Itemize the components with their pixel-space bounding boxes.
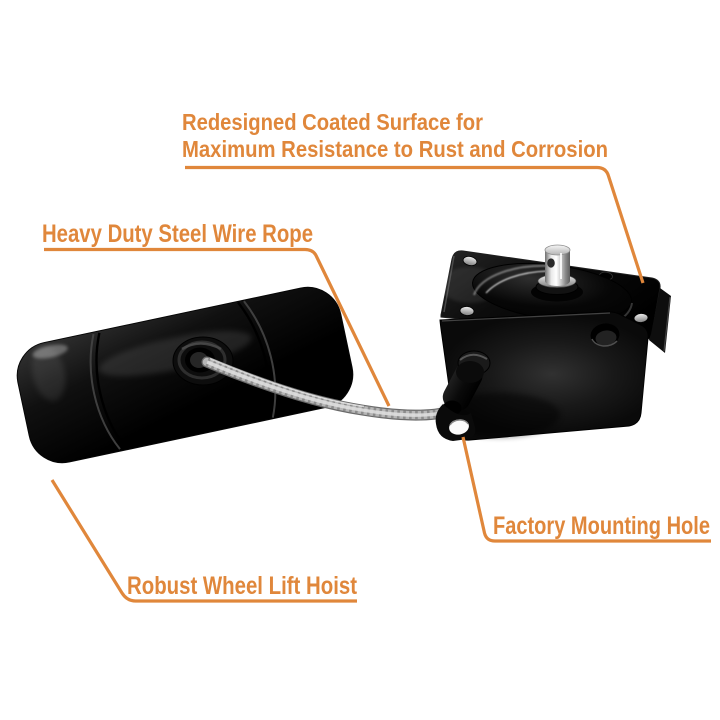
- plate-bottom-rim-light: [74, 422, 242, 460]
- plate-screw: [459, 306, 475, 316]
- wire-rope-label: Heavy Duty Steel Wire Rope: [42, 220, 313, 248]
- shaft-top-cap: [544, 244, 571, 256]
- front-mounting-hole: [590, 323, 620, 347]
- side-flange-edge-light: [663, 296, 671, 352]
- face-top-edge-light: [441, 312, 611, 322]
- factory-mounting-hole-tab: [435, 404, 476, 441]
- mounting-hole-leader-line: [461, 436, 711, 543]
- callout-leader-lines: [44, 165, 711, 603]
- mounting-hole-label: Factory Mounting Hole: [493, 512, 710, 540]
- front-hole-rim-light: [591, 338, 618, 347]
- factory-mounting-hole: [449, 419, 469, 435]
- plate-ridge-right: [243, 300, 277, 418]
- boot-collar-light: [459, 353, 488, 361]
- winch-assembly: [435, 244, 671, 441]
- hub-ring: [177, 340, 227, 380]
- coated-surface-label-line1: Redesigned Coated Surface for: [182, 109, 483, 135]
- plate-screw: [633, 313, 649, 323]
- plate-ridge-left: [89, 333, 121, 450]
- coated-surface-leader-line: [185, 165, 645, 284]
- hoist-label: Robust Wheel Lift Hoist: [127, 572, 358, 600]
- boot-ring: [456, 361, 484, 383]
- plate-top-highlight: [46, 289, 306, 348]
- plate-ridge-right-shadow: [237, 301, 271, 420]
- dome-rim-light: [472, 264, 553, 296]
- dome-glint: [485, 270, 549, 294]
- cable-outlet-boot: [442, 350, 491, 416]
- factory-hole-inner-shadow: [449, 419, 469, 426]
- hoist-leader-line: [50, 479, 357, 603]
- cable-core-highlight: [206, 360, 452, 417]
- plate-screw: [462, 255, 478, 267]
- plate-ridge-left-shadow: [95, 332, 127, 449]
- coated-surface-label-line2: Maximum Resistance to Rust and Corrosion: [182, 136, 608, 162]
- wire-rope-leader-line: [44, 247, 391, 407]
- crank-drive-shaft: [531, 244, 583, 302]
- plate-left-sheen: [31, 345, 66, 401]
- front-hole-inner: [595, 330, 617, 346]
- steel-wire-rope-cable: [201, 356, 457, 421]
- shaft-drive-hole: [547, 258, 555, 268]
- cable-glint: [209, 357, 365, 408]
- hub-highlight: [181, 342, 222, 351]
